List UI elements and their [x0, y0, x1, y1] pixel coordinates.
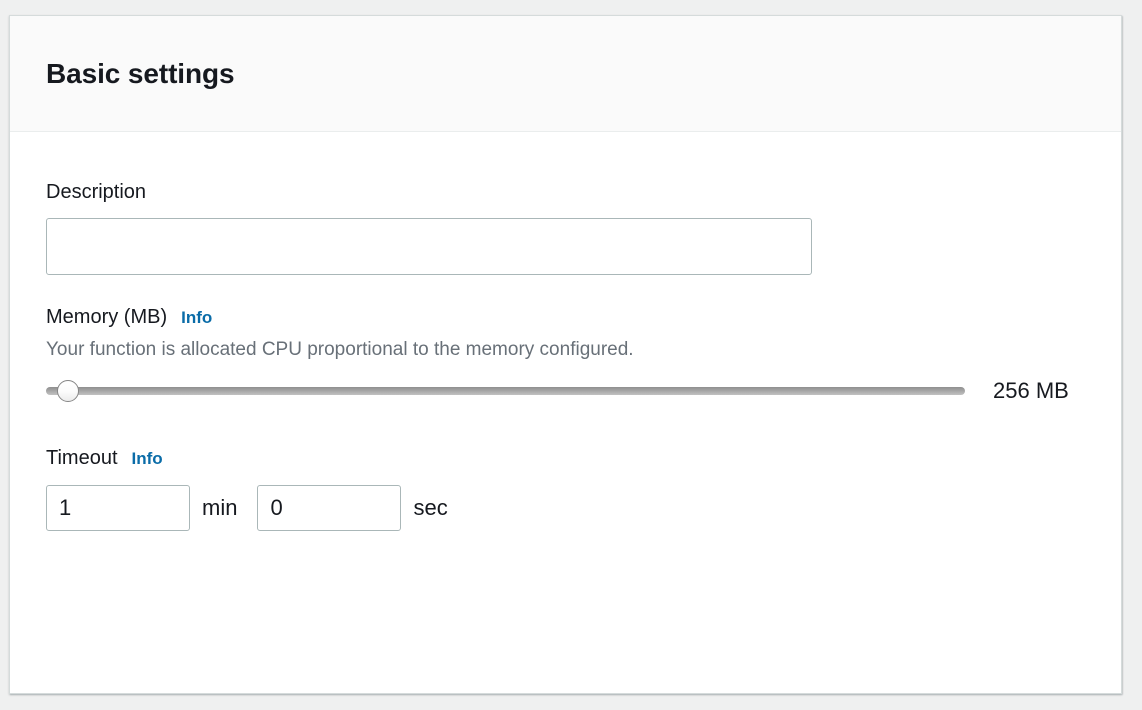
description-field-group: Description	[46, 132, 1085, 275]
timeout-inputs-row: min sec	[46, 485, 1085, 531]
description-input[interactable]	[46, 218, 812, 275]
memory-hint: Your function is allocated CPU proportio…	[46, 339, 634, 360]
timeout-info-link[interactable]: Info	[131, 449, 163, 468]
memory-value-label: 256 MB	[993, 378, 1069, 403]
card-header: Basic settings	[10, 16, 1121, 132]
description-label: Description	[46, 180, 1085, 204]
timeout-minutes-input[interactable]	[46, 485, 190, 531]
card-body: Description Memory (MB) Info Your functi…	[10, 132, 1121, 531]
memory-label-text: Memory (MB)	[46, 306, 168, 328]
timeout-minutes-unit-label: min	[202, 495, 238, 520]
memory-slider[interactable]	[46, 379, 965, 403]
timeout-field-group: Timeout Info min sec	[46, 404, 1085, 531]
timeout-label-text: Timeout	[46, 447, 118, 469]
page-title: Basic settings	[46, 58, 235, 89]
description-label-text: Description	[46, 181, 147, 203]
basic-settings-card: Basic settings Description Memory (MB) I…	[9, 15, 1122, 694]
memory-field-group: Memory (MB) Info Your function is alloca…	[46, 275, 1085, 404]
memory-info-link[interactable]: Info	[181, 308, 213, 327]
memory-slider-row: 256 MB	[46, 378, 1085, 404]
timeout-label: Timeout Info	[46, 446, 1085, 471]
timeout-seconds-unit-label: sec	[413, 495, 448, 520]
timeout-seconds-input[interactable]	[257, 485, 402, 531]
memory-label: Memory (MB) Info	[46, 305, 1085, 330]
